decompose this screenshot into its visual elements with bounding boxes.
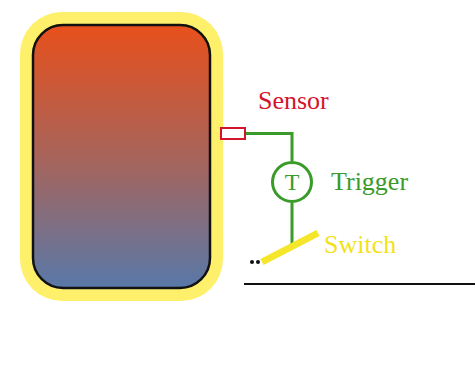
trigger-circle: TTrigger	[271, 161, 313, 203]
tank-insulation	[20, 12, 223, 301]
switch-symbol	[248, 228, 320, 272]
signal-wire	[246, 134, 292, 162]
switch-blade	[262, 233, 318, 262]
contact-dot	[250, 260, 254, 264]
switch-lever: Switch	[248, 228, 320, 272]
trigger-label: Trigger	[331, 169, 408, 195]
trigger-symbol: T	[285, 170, 300, 194]
sensor-box: Sensor	[220, 127, 246, 140]
supply-wire	[244, 283, 475, 285]
switch-label: Switch	[324, 232, 396, 258]
tank-vessel	[33, 25, 210, 288]
sensor-label: Sensor	[258, 88, 329, 114]
contact-dot	[256, 260, 260, 264]
signal-wire	[291, 203, 294, 244]
